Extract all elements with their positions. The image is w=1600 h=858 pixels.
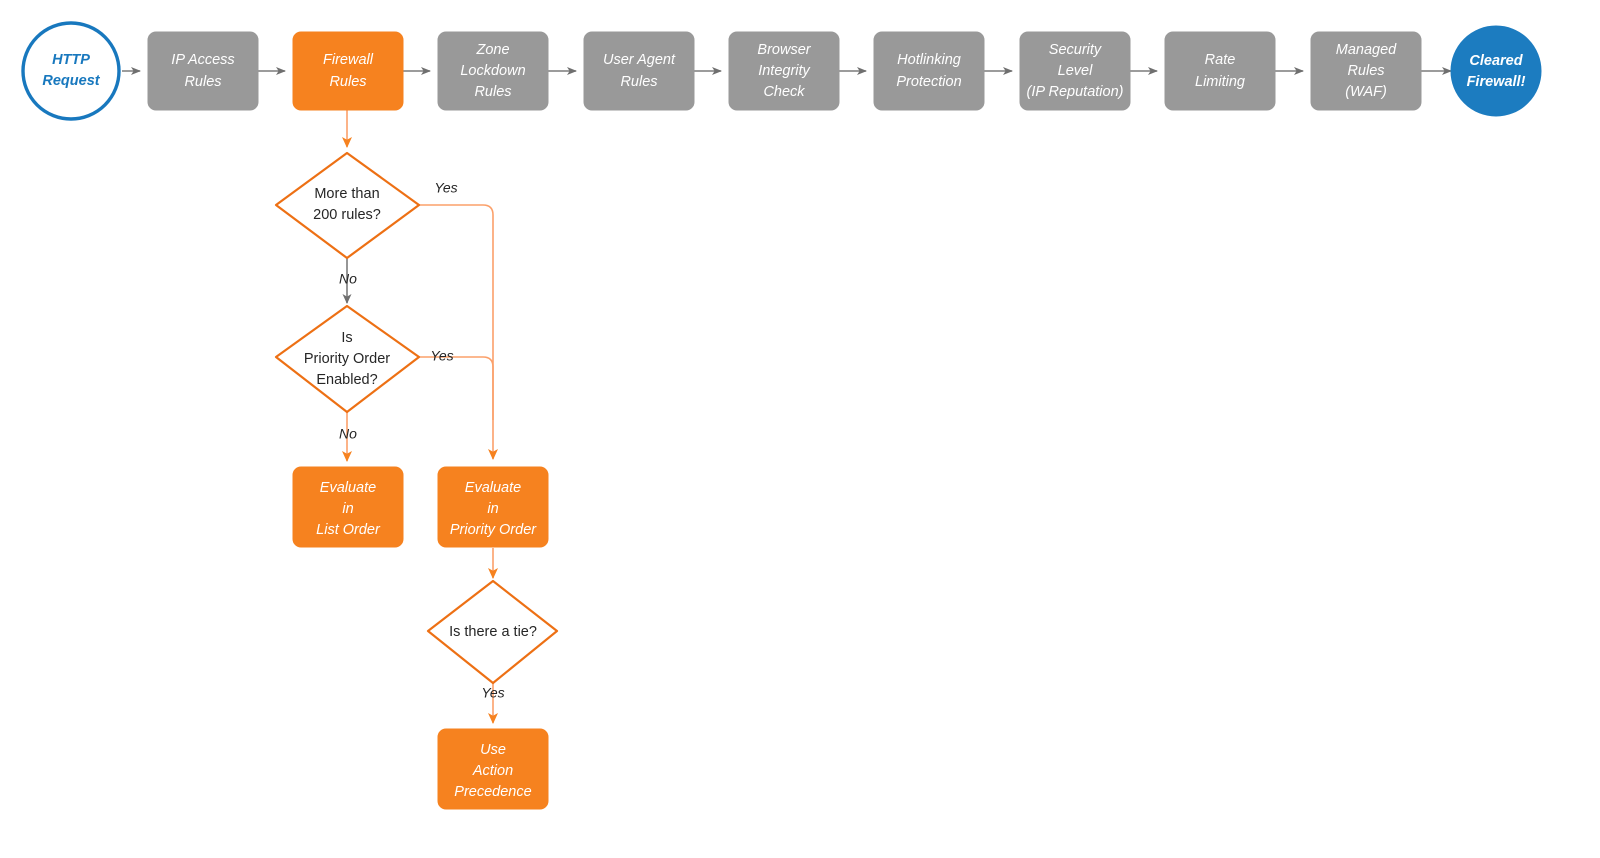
edge-decision-200-yes <box>419 204 498 460</box>
edge-label-yes-more-than-200: Yes <box>434 180 457 196</box>
node-user-agent-rules[interactable]: User Agent Rules <box>583 31 695 111</box>
hotlinking-protection-box[interactable] <box>873 31 985 111</box>
is-priority-order-enabled-diamond[interactable] <box>274 304 421 414</box>
node-decision-is-priority-order-enabled[interactable]: Is Priority Order Enabled? <box>274 304 421 414</box>
is-there-a-tie-label-line-1: Is there a tie? <box>449 624 537 640</box>
browser-integrity-check-label-line-3: Check <box>763 84 805 100</box>
zone-lockdown-rules-label-line-2: Lockdown <box>460 63 525 79</box>
evaluate-in-list-order-label-line-1: Evaluate <box>320 480 376 496</box>
edge-label-yes-tie: Yes <box>481 685 504 701</box>
browser-integrity-check-box[interactable] <box>728 31 840 111</box>
is-there-a-tie-diamond[interactable] <box>426 579 559 685</box>
managed-rules-waf-label-line-1: Managed <box>1336 42 1397 58</box>
node-managed-rules-waf[interactable]: Managed Rules (WAF) <box>1310 31 1422 111</box>
hotlinking-protection-label-line-1: Hotlinking <box>897 52 961 68</box>
node-evaluate-in-priority-order[interactable]: Evaluate in Priority Order <box>437 466 549 548</box>
hotlinking-protection-label-line-2: Protection <box>896 74 961 90</box>
use-action-precedence-box[interactable] <box>437 728 549 810</box>
evaluate-in-list-order-box[interactable] <box>292 466 404 548</box>
user-agent-rules-box[interactable] <box>583 31 695 111</box>
is-priority-order-enabled-label-line-1: Is <box>341 330 352 346</box>
evaluate-in-list-order-label-line-3: List Order <box>316 522 381 538</box>
evaluate-in-priority-order-label-line-3: Priority Order <box>450 522 537 538</box>
cleared-firewall-label-line-1: Cleared <box>1469 53 1523 69</box>
node-zone-lockdown-rules[interactable]: Zone Lockdown Rules <box>437 31 549 111</box>
node-decision-is-there-a-tie[interactable]: Is there a tie? <box>426 579 559 685</box>
node-evaluate-in-list-order[interactable]: Evaluate in List Order <box>292 466 404 548</box>
more-than-200-rules-diamond[interactable] <box>274 151 421 260</box>
rate-limiting-label-line-2: Limiting <box>1195 74 1245 90</box>
rate-limiting-label-line-1: Rate <box>1205 52 1236 68</box>
use-action-precedence-label-line-2: Action <box>472 763 513 779</box>
more-than-200-rules-label-line-2: 200 rules? <box>313 207 381 223</box>
ip-access-rules-label-line-1: IP Access <box>171 52 234 68</box>
firewall-rules-label-line-1: Firewall <box>323 52 374 68</box>
branch-connectors: right then down to Evaluate in Priority … <box>342 110 498 724</box>
use-action-precedence-label-line-3: Precedence <box>454 784 531 800</box>
zone-lockdown-rules-label-line-3: Rules <box>474 84 511 100</box>
is-priority-order-enabled-label-line-2: Priority Order <box>304 351 390 367</box>
evaluate-in-priority-order-label-line-2: in <box>487 501 498 517</box>
managed-rules-waf-label-line-3: (WAF) <box>1345 84 1387 100</box>
edge-label-no-priority-order: No <box>339 426 357 442</box>
evaluate-in-priority-order-box[interactable] <box>437 466 549 548</box>
http-request-circle[interactable] <box>21 21 121 121</box>
evaluate-in-list-order-label-line-2: in <box>342 501 353 517</box>
firewall-rules-label-line-2: Rules <box>329 74 366 90</box>
node-rate-limiting[interactable]: Rate Limiting <box>1164 31 1276 111</box>
security-level-label-line-3: (IP Reputation) <box>1027 84 1124 100</box>
node-http-request[interactable]: HTTP Request <box>21 21 121 121</box>
cleared-firewall-circle[interactable] <box>1450 25 1542 117</box>
evaluate-in-priority-order-label-line-1: Evaluate <box>465 480 521 496</box>
node-firewall-rules[interactable]: Firewall Rules <box>292 31 404 111</box>
edge-labels: Yes No Yes No Yes <box>339 180 505 701</box>
edge-label-yes-priority-order: Yes <box>430 348 453 364</box>
node-security-level[interactable]: Security Level (IP Reputation) <box>1019 31 1131 111</box>
security-level-label-line-1: Security <box>1049 42 1102 58</box>
use-action-precedence-label-line-1: Use <box>480 742 506 758</box>
zone-lockdown-rules-box[interactable] <box>437 31 549 111</box>
firewall-rules-box[interactable] <box>292 31 404 111</box>
user-agent-rules-label-line-2: Rules <box>620 74 657 90</box>
node-use-action-precedence[interactable]: Use Action Precedence <box>437 728 549 810</box>
edge-decision-priority-yes <box>419 356 494 420</box>
managed-rules-waf-box[interactable] <box>1310 31 1422 111</box>
cleared-firewall-label-line-2: Firewall! <box>1467 74 1526 90</box>
browser-integrity-check-label-line-1: Browser <box>757 42 811 58</box>
rate-limiting-box[interactable] <box>1164 31 1276 111</box>
http-request-label-line-1: HTTP <box>52 52 90 68</box>
node-ip-access-rules[interactable]: IP Access Rules <box>147 31 259 111</box>
ip-access-rules-label-line-2: Rules <box>184 74 221 90</box>
ip-access-rules-box[interactable] <box>147 31 259 111</box>
node-cleared-firewall[interactable]: Cleared Firewall! <box>1450 25 1542 117</box>
node-browser-integrity-check[interactable]: Browser Integrity Check <box>728 31 840 111</box>
node-hotlinking-protection[interactable]: Hotlinking Protection <box>873 31 985 111</box>
http-request-label-line-2: Request <box>42 73 100 89</box>
more-than-200-rules-label-line-1: More than <box>314 186 379 202</box>
managed-rules-waf-label-line-2: Rules <box>1347 63 1384 79</box>
edge-label-no-more-than-200: No <box>339 271 357 287</box>
security-level-label-line-2: Level <box>1058 63 1093 79</box>
user-agent-rules-label-line-1: User Agent <box>603 52 676 68</box>
zone-lockdown-rules-label-line-1: Zone <box>475 42 509 58</box>
is-priority-order-enabled-label-line-3: Enabled? <box>316 372 377 388</box>
security-level-box[interactable] <box>1019 31 1131 111</box>
node-decision-more-than-200-rules[interactable]: More than 200 rules? <box>274 151 421 260</box>
browser-integrity-check-label-line-2: Integrity <box>758 63 810 79</box>
